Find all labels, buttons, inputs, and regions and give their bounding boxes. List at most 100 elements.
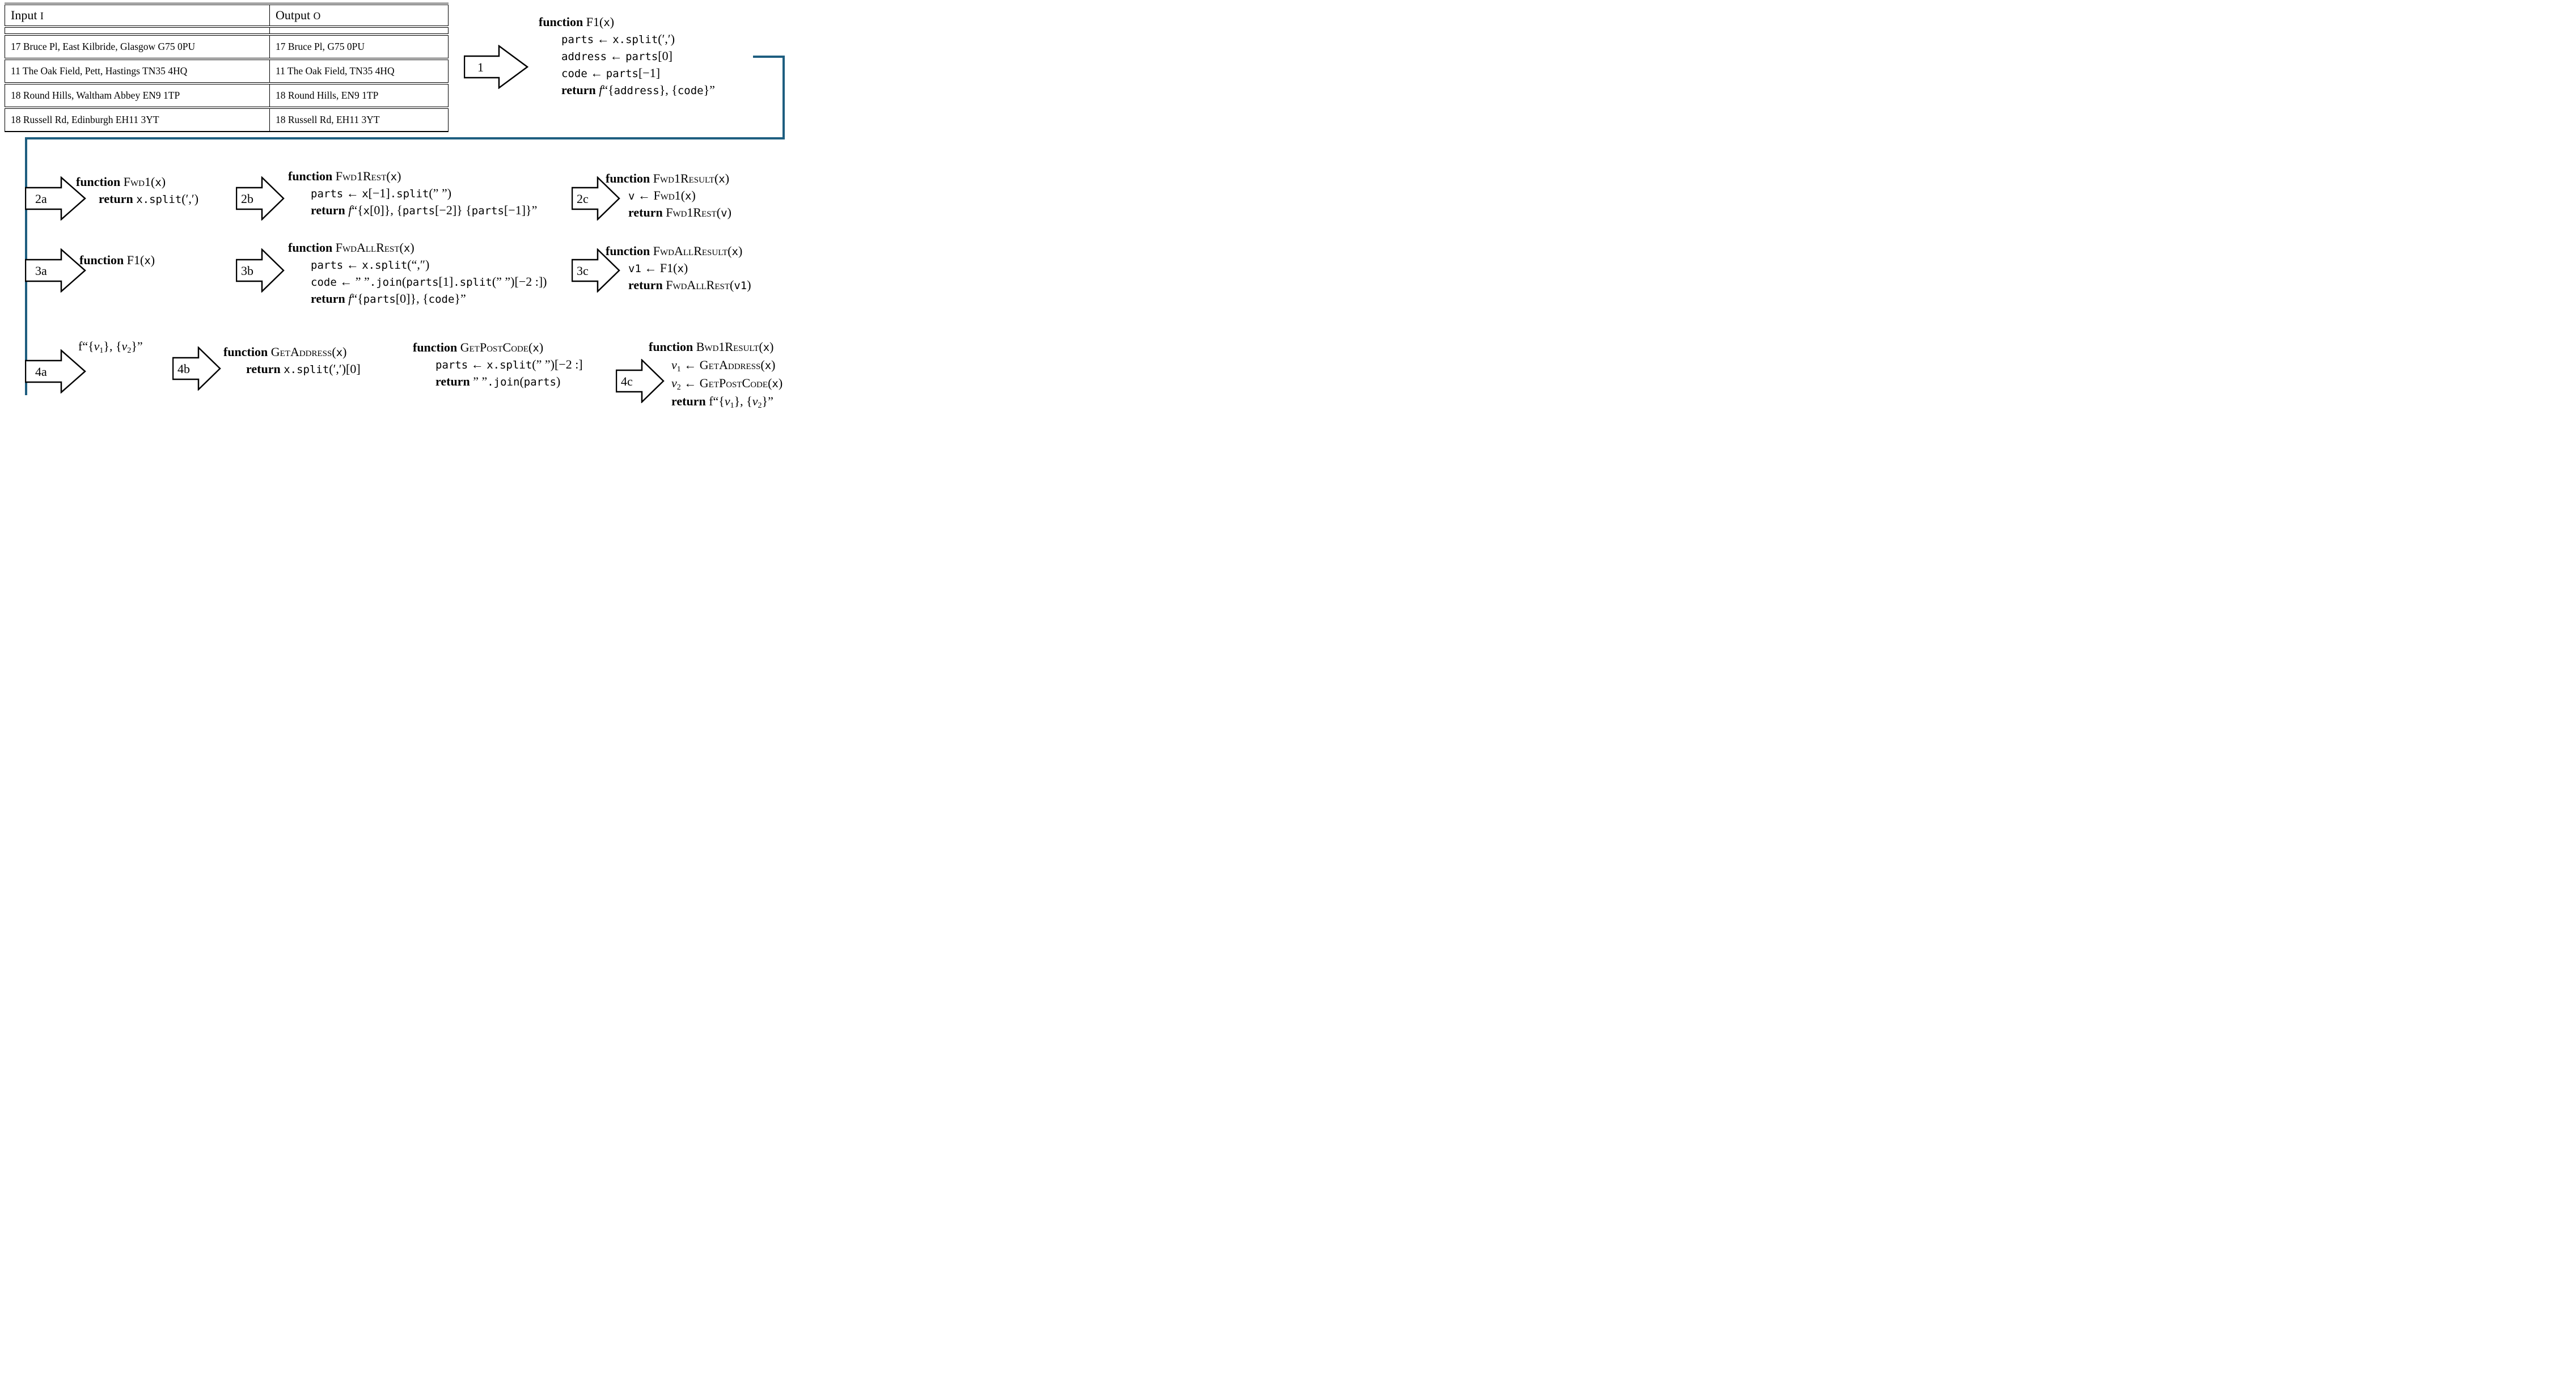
code-line: function Fwd1(x) [76,173,198,190]
arrow-shape [172,346,221,391]
code-segment: f [599,83,603,97]
arrow-shape [572,248,620,293]
code-segment: x [685,190,692,202]
code-line: v ← Fwd1(x) [628,187,731,204]
code-segment: f [348,291,352,306]
codeblock-fwd1rest: function Fwd1Rest(x)parts ← x[−1].split(… [288,168,537,219]
code-segment: [0]}, { [395,291,429,306]
arrow-label: 3c [577,264,589,278]
code-segment: GetAddress [699,358,761,372]
code-segment: }” [703,83,715,97]
code-segment: .join [369,276,402,289]
code-segment: x [532,342,539,354]
code-segment: “{ [602,83,614,97]
code-segment: ) [771,358,776,372]
code-segment: code [561,67,587,80]
codeblock-fstring-4a: f“{v1}, {v2}” [78,338,143,355]
code-segment: ← [635,188,654,202]
code-segment: v [121,339,128,353]
code-segment: ( [519,374,524,388]
code-segment: ( [760,358,765,372]
arrow-shape [236,176,285,221]
code-segment: [−1] [638,66,661,80]
code-segment: x [763,341,770,354]
arrow-label: 3b [241,264,253,278]
code-segment: x [362,188,369,200]
code-segment: ) [410,240,414,255]
arrow-shape [25,176,86,221]
code-segment: x [336,346,343,359]
code-segment: return [628,278,663,292]
input-cell: 18 Russell Rd, Edinburgh EH11 3YT [5,108,270,132]
arrow-step-3a: 3a [25,248,86,293]
code-segment: v1 [734,280,747,292]
arrow-step-1: 1 [464,45,528,89]
code-segment: ) [539,340,544,354]
arrow-step-3b: 3b [236,248,285,293]
code-segment: GetPostCode [460,340,529,354]
code-segment: ) [769,340,774,354]
code-segment: parts [435,359,468,371]
code-segment: FwdAllRest [335,240,400,255]
code-line: parts ← x[−1].split(” ”) [311,185,537,202]
code-segment: ) [747,278,751,292]
code-segment: ( [332,345,336,359]
code-segment: parts [311,259,344,272]
code-segment: [−1]}” [504,203,538,217]
code-segment: ( [714,171,719,185]
output-cell: 18 Round Hills, EN9 1TP [269,83,449,109]
code-segment: return [311,203,345,217]
codeblock-fwdallrest: function FwdAllRest(x)parts ← x.split(“,… [288,239,547,307]
code-segment: [−2]} { [435,203,472,217]
code-segment: ) [556,374,561,388]
code-segment: ( [150,175,155,189]
code-segment: ← [343,186,362,200]
code-segment: function [649,340,693,354]
code-segment: return [311,291,345,306]
code-segment: (” ”)[−2 :] [532,357,583,371]
code-line: return f“{v1}, {v2}” [671,392,782,410]
arrow-step-2a: 2a [25,176,86,221]
code-segment: }, { [103,339,122,353]
code-segment: ← [680,376,700,390]
code-segment: f“{ [705,394,725,408]
code-line: parts ← x.split(′,′) [561,31,715,48]
code-segment: function [76,175,121,189]
table-header-output: Output O [269,3,449,28]
code-line: address ← parts[0] [561,48,715,65]
code-segment: Fwd1 [653,188,681,202]
code-segment: (“,″) [407,257,430,272]
code-segment: ( [680,188,686,202]
code-segment: ← [468,357,487,371]
code-segment: return [628,205,663,219]
code-segment: x.split [487,359,532,371]
connector-main-horizontal [25,137,785,139]
code-segment: ← [607,49,626,63]
code-segment: F1( [583,15,604,29]
code-segment: “{ [352,291,363,306]
code-segment: parts [625,50,658,63]
code-segment: ) [738,244,743,258]
code-segment: v1 [628,263,641,275]
code-segment: f [348,203,352,217]
codeblock-fwd1result: function Fwd1Result(x)v ← Fwd1(x)return … [606,170,731,221]
code-segment: Output [276,8,314,22]
code-segment: x [363,205,370,217]
code-segment: FwdAllRest [666,278,730,292]
code-line: function Bwd1Result(x) [649,338,782,356]
code-segment: GetAddress [270,345,332,359]
code-line: function GetPostCode(x) [413,339,583,356]
code-segment: Fwd1Rest [666,205,717,219]
code-line: function Fwd1Result(x) [606,170,731,187]
code-segment: v [628,190,635,202]
input-cell: 18 Round Hills, Waltham Abbey EN9 1TP [5,83,270,109]
code-segment: parts [471,205,504,217]
arrow-step-4b: 4b [172,346,221,391]
arrow-shape [616,359,665,403]
code-segment: function [413,340,458,354]
io-examples-table: Input I Output O 17 Bruce Pl, East Kilbr… [5,3,449,132]
code-segment: x [603,16,610,29]
code-segment: parts [363,293,396,306]
codeblock-getaddress: function GetAddress(x)return x.split(′,′… [223,344,361,378]
code-segment: x [731,245,738,258]
